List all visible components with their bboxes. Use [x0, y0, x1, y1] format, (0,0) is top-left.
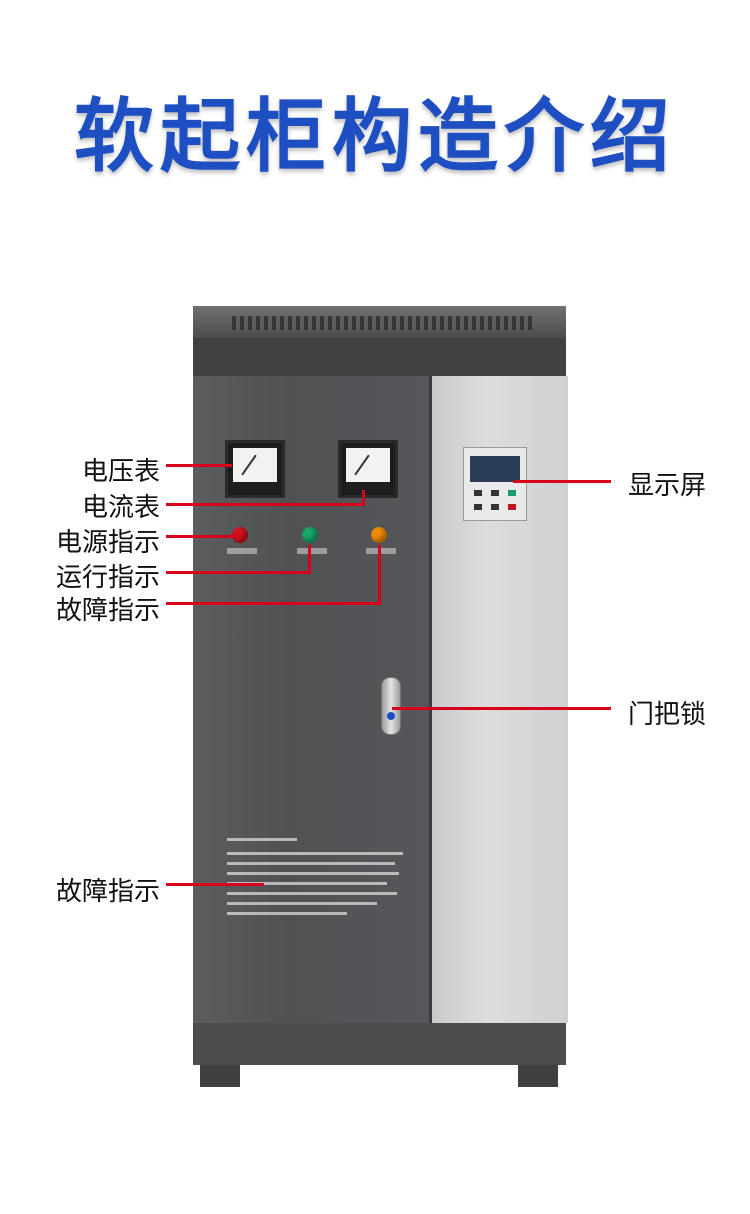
power-lamp: [232, 527, 248, 543]
label-run-indicator: 运行指示: [55, 563, 160, 593]
callout-voltmeter: [166, 464, 232, 467]
label-power-indicator: 电源指示: [55, 528, 160, 558]
page-title: 软起柜构造介绍: [74, 90, 676, 183]
lamp-plate: [227, 548, 257, 554]
label-fault-indicator-bottom: 故障指示: [55, 877, 160, 907]
label-ammeter: 电流表: [81, 493, 160, 523]
callout-fault-h: [166, 602, 381, 605]
cabinet-base: [193, 1023, 566, 1065]
callout-ammeter-v: [362, 490, 365, 506]
label-display: 显示屏: [628, 471, 707, 501]
callout-power: [166, 535, 238, 538]
label-fault-indicator: 故障指示: [55, 596, 160, 626]
fault-lamp: [371, 527, 387, 543]
lamp-plate: [297, 548, 327, 554]
label-voltmeter: 电压表: [81, 457, 160, 487]
callout-run-h: [166, 571, 311, 574]
display-panel: [463, 447, 527, 521]
door-handle: [381, 677, 401, 735]
voltmeter-gauge: [225, 440, 285, 498]
callout-display: [513, 480, 611, 483]
cabinet-foot-left: [200, 1065, 240, 1087]
run-lamp: [302, 527, 318, 543]
cabinet-band: [193, 338, 566, 376]
callout-fault-v: [378, 545, 381, 605]
cabinet-vent: [232, 316, 532, 330]
ammeter-gauge: [338, 440, 398, 498]
callout-run-v: [308, 545, 311, 574]
callout-door-lock: [392, 707, 611, 710]
callout-ammeter-h: [166, 503, 365, 506]
callout-fault-bottom: [166, 883, 264, 886]
cabinet-foot-right: [518, 1065, 558, 1087]
label-door-lock: 门把锁: [628, 700, 707, 730]
warning-plate: [227, 838, 403, 918]
lamp-plate: [366, 548, 396, 554]
